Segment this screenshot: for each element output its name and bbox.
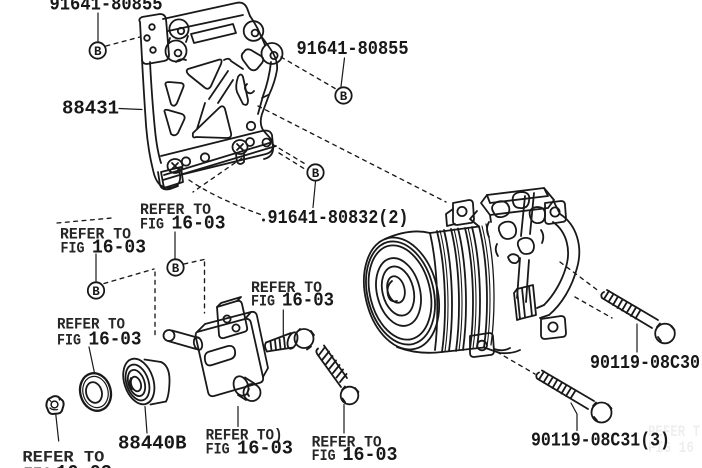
svg-text:FIG: FIG xyxy=(206,441,230,459)
svg-text:16-03: 16-03 xyxy=(172,213,226,235)
svg-text:90119-08C30: 90119-08C30 xyxy=(590,352,700,374)
svg-text:FIG: FIG xyxy=(61,240,85,258)
svg-text:REFER TO: REFER TO xyxy=(57,316,125,334)
svg-text:FIG 16: FIG 16 xyxy=(648,439,694,457)
svg-text:REFER T: REFER T xyxy=(648,423,700,441)
svg-text:REFER TO: REFER TO xyxy=(60,226,131,244)
svg-text:FIG: FIG xyxy=(57,332,81,350)
svg-text:16-03: 16-03 xyxy=(343,444,398,466)
svg-text:90119-08C31(3): 90119-08C31(3) xyxy=(531,430,670,452)
svg-text:16-03: 16-03 xyxy=(56,462,112,468)
svg-text:B: B xyxy=(94,45,102,59)
svg-text:16-03: 16-03 xyxy=(282,290,334,312)
svg-text:FIG: FIG xyxy=(24,465,52,468)
svg-text:16-03: 16-03 xyxy=(92,237,146,259)
svg-text:16-03: 16-03 xyxy=(237,438,293,460)
svg-text:FIG: FIG xyxy=(312,447,336,465)
svg-text:B: B xyxy=(172,262,180,276)
svg-text:REFER TO: REFER TO xyxy=(251,279,322,297)
svg-text:B: B xyxy=(92,285,100,299)
svg-text:FIG: FIG xyxy=(251,293,275,311)
svg-text:REFER TO: REFER TO xyxy=(140,201,211,219)
svg-text:B: B xyxy=(312,167,320,181)
svg-text:REFER TO: REFER TO xyxy=(312,434,382,452)
svg-text:91641-80855: 91641-80855 xyxy=(297,38,409,60)
svg-text:88440B: 88440B xyxy=(118,433,187,455)
svg-text:91641-80855: 91641-80855 xyxy=(50,0,163,16)
svg-text:REFER TO: REFER TO xyxy=(22,449,104,467)
svg-text:REFER TO): REFER TO) xyxy=(206,427,283,445)
svg-text:FIG: FIG xyxy=(140,216,164,234)
svg-text:91641-80832(2): 91641-80832(2) xyxy=(268,207,409,229)
svg-text:16-03: 16-03 xyxy=(89,329,142,351)
svg-text:88431: 88431 xyxy=(62,98,119,120)
svg-text:B: B xyxy=(340,90,348,104)
